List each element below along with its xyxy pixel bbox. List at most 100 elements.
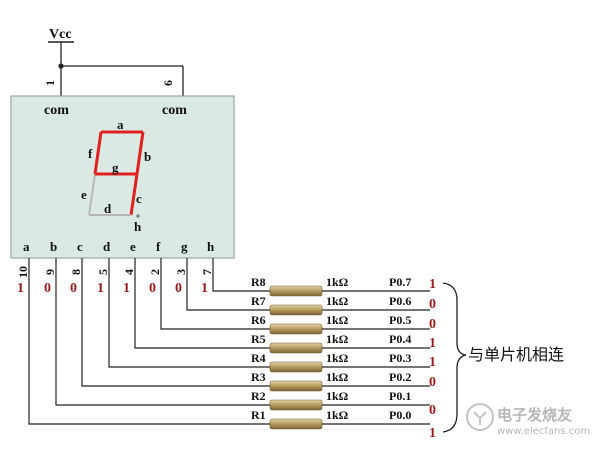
pin-bit-g: 0 (175, 281, 182, 296)
pin-bit-f: 0 (149, 281, 156, 296)
port-label: P0.0 (389, 408, 411, 422)
seg-letter-e: e (81, 187, 87, 202)
pin-label-g: g (181, 239, 188, 254)
port-bit: 1 (429, 277, 436, 292)
segment-e (88, 173, 96, 216)
resistor-row-r3: R3 1kΩ P0.2 0 (251, 370, 436, 392)
vcc-label: Vcc (49, 27, 72, 42)
pin-number-d: 5 (96, 269, 110, 275)
com-left-label: com (44, 103, 69, 118)
port-label: P0.2 (389, 370, 411, 384)
port-bit: 1 (429, 336, 436, 351)
com-right-label: com (162, 103, 187, 118)
resistor-body (269, 285, 323, 297)
port-label: P0.7 (389, 275, 411, 289)
pin-label-h: h (207, 239, 215, 254)
pin-label-c: c (77, 239, 83, 254)
port-label: P0.3 (389, 351, 411, 365)
pin-number-b: 9 (43, 269, 57, 275)
seg-letter-f: f (88, 146, 93, 161)
resistor-name: R2 (251, 389, 266, 403)
segment-f (93, 131, 103, 175)
bottom-pin-labels: a b c d e f g h (23, 239, 215, 254)
resistor-value: 1kΩ (326, 332, 349, 346)
resistor-body (269, 342, 323, 354)
port-bit: 0 (429, 317, 436, 332)
annotation-label: 与单片机相连 (468, 345, 564, 364)
resistor-body (269, 418, 323, 430)
pin-number-f: 2 (148, 269, 162, 275)
pin-1-label: 1 (43, 80, 57, 86)
resistor-value: 1kΩ (326, 294, 349, 308)
resistor-row-r6: R6 1kΩ P0.5 0 (251, 313, 436, 335)
port-bit: 1 (429, 426, 436, 441)
seven-segment-glyph (88, 130, 145, 218)
port-label: P0.4 (389, 332, 411, 346)
resistor-value: 1kΩ (326, 370, 349, 384)
pin-bit-d: 1 (97, 281, 104, 296)
resistor-name: R3 (251, 370, 266, 384)
watermark: 电子发烧友 www.elecfans.com (466, 403, 590, 437)
pin-bit-h: 1 (201, 281, 208, 296)
pin-6-label: 6 (161, 80, 175, 86)
wire-e-r5 (134, 258, 270, 349)
resistor-name: R7 (251, 294, 266, 308)
pin-label-e: e (130, 239, 136, 254)
resistor-value: 1kΩ (326, 313, 349, 327)
resistor-value: 1kΩ (326, 408, 349, 422)
resistor-value: 1kΩ (326, 351, 349, 365)
pin-bit-values: 1 0 0 1 1 0 0 1 (17, 281, 208, 296)
pin-number-g: 3 (174, 269, 188, 275)
resistor-name: R5 (251, 332, 266, 346)
port-bit: 1 (429, 355, 436, 370)
wire-a-r1 (28, 258, 270, 425)
port-label: P0.1 (389, 389, 411, 403)
port-bit: 0 (429, 375, 436, 390)
pin-label-b: b (50, 239, 57, 254)
pin-number-c: 8 (69, 269, 83, 275)
seg-letter-d: d (104, 201, 112, 216)
resistor-name: R6 (251, 313, 266, 327)
resistor-row-r1: R1 1kΩ P0.0 1 (251, 408, 436, 441)
resistor-row-r8: R8 1kΩ P0.7 1 (251, 275, 436, 297)
port-label: P0.5 (389, 313, 411, 327)
resistor-body (269, 304, 323, 316)
wire-b-r2 (55, 258, 270, 406)
pin-number-a: 10 (16, 266, 30, 278)
watermark-url: www.elecfans.com (497, 426, 590, 437)
watermark-logo-icon (466, 403, 494, 431)
brace (442, 282, 467, 433)
pin-bit-a: 1 (17, 281, 24, 296)
pin-label-a: a (23, 239, 30, 254)
pin-wires (28, 258, 270, 425)
pin-bit-b: 0 (44, 281, 51, 296)
port-bit: 0 (429, 403, 436, 418)
pin-number-h: 7 (200, 269, 214, 275)
resistor-body (269, 361, 323, 373)
port-label: P0.6 (389, 294, 411, 308)
resistor-name: R8 (251, 275, 266, 289)
port-bit: 0 (429, 297, 436, 312)
pin-bit-e: 1 (123, 281, 130, 296)
segment-b (135, 131, 145, 175)
segment-c (129, 173, 139, 216)
segment-h-dot (136, 214, 140, 218)
resistor-row-r7: R7 1kΩ P0.6 0 (251, 294, 436, 316)
resistor-name: R1 (251, 408, 266, 422)
pin-bit-c: 0 (70, 281, 77, 296)
wire-h-r8 (212, 258, 270, 292)
seg-letter-a: a (117, 117, 124, 132)
seg-letter-h: h (134, 219, 142, 234)
resistor-body (269, 323, 323, 335)
resistor-value: 1kΩ (326, 275, 349, 289)
wire-g-r7 (186, 258, 270, 311)
resistor-body (269, 399, 323, 411)
resistor-row-r4: R4 1kΩ P0.3 1 (251, 351, 436, 373)
watermark-title: 电子发烧友 (497, 406, 572, 424)
wire-f-r6 (160, 258, 270, 330)
wire-c-r3 (81, 258, 270, 387)
resistor-row-r5: R5 1kΩ P0.4 1 (251, 332, 436, 354)
pin-label-d: d (103, 239, 111, 254)
seg-letter-c: c (136, 191, 142, 206)
